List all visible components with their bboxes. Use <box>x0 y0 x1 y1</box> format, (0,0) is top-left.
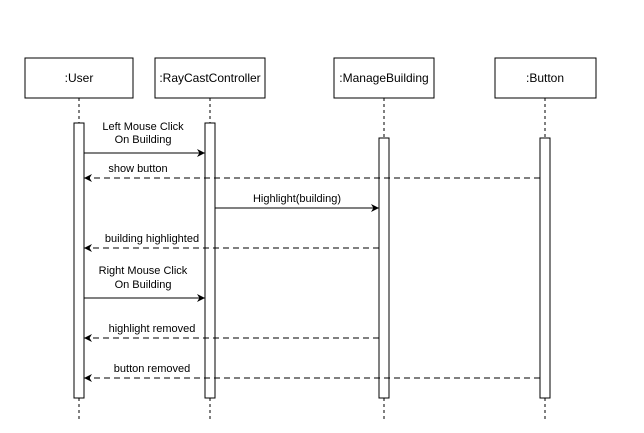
activation-user <box>73 122 85 399</box>
activation-button <box>539 137 551 399</box>
message-label: Highlight(building) <box>253 193 341 205</box>
participant-label: :ManageBuilding <box>339 71 428 85</box>
activation-raycast <box>204 122 216 399</box>
participant-label: :User <box>65 71 94 85</box>
message-label: On Building <box>115 134 172 146</box>
message-label: Left Mouse Click <box>102 121 184 133</box>
participant-user: :User <box>24 57 134 99</box>
message-left-click: Left Mouse Click On Building <box>84 121 205 157</box>
message-right-click: Right Mouse Click On Building <box>84 265 205 302</box>
participant-raycast: :RayCastController <box>154 57 266 99</box>
message-label: On Building <box>115 279 172 291</box>
message-show-button: show button <box>84 163 540 182</box>
participant-label: :Button <box>526 71 564 85</box>
message-button-removed: button removed <box>84 363 540 382</box>
message-label: highlight removed <box>109 323 196 335</box>
activation-manage <box>378 137 390 399</box>
message-label: building highlighted <box>105 233 199 245</box>
message-highlight-removed: highlight removed <box>84 323 379 342</box>
participant-label: :RayCastController <box>159 71 260 85</box>
message-building-highlighted: building highlighted <box>84 233 379 252</box>
message-highlight: Highlight(building) <box>215 193 379 212</box>
message-label: button removed <box>114 363 190 375</box>
participant-button: :Button <box>494 57 597 99</box>
message-label: Right Mouse Click <box>99 265 188 277</box>
message-label: show button <box>108 163 167 175</box>
participant-manage: :ManageBuilding <box>333 57 435 99</box>
